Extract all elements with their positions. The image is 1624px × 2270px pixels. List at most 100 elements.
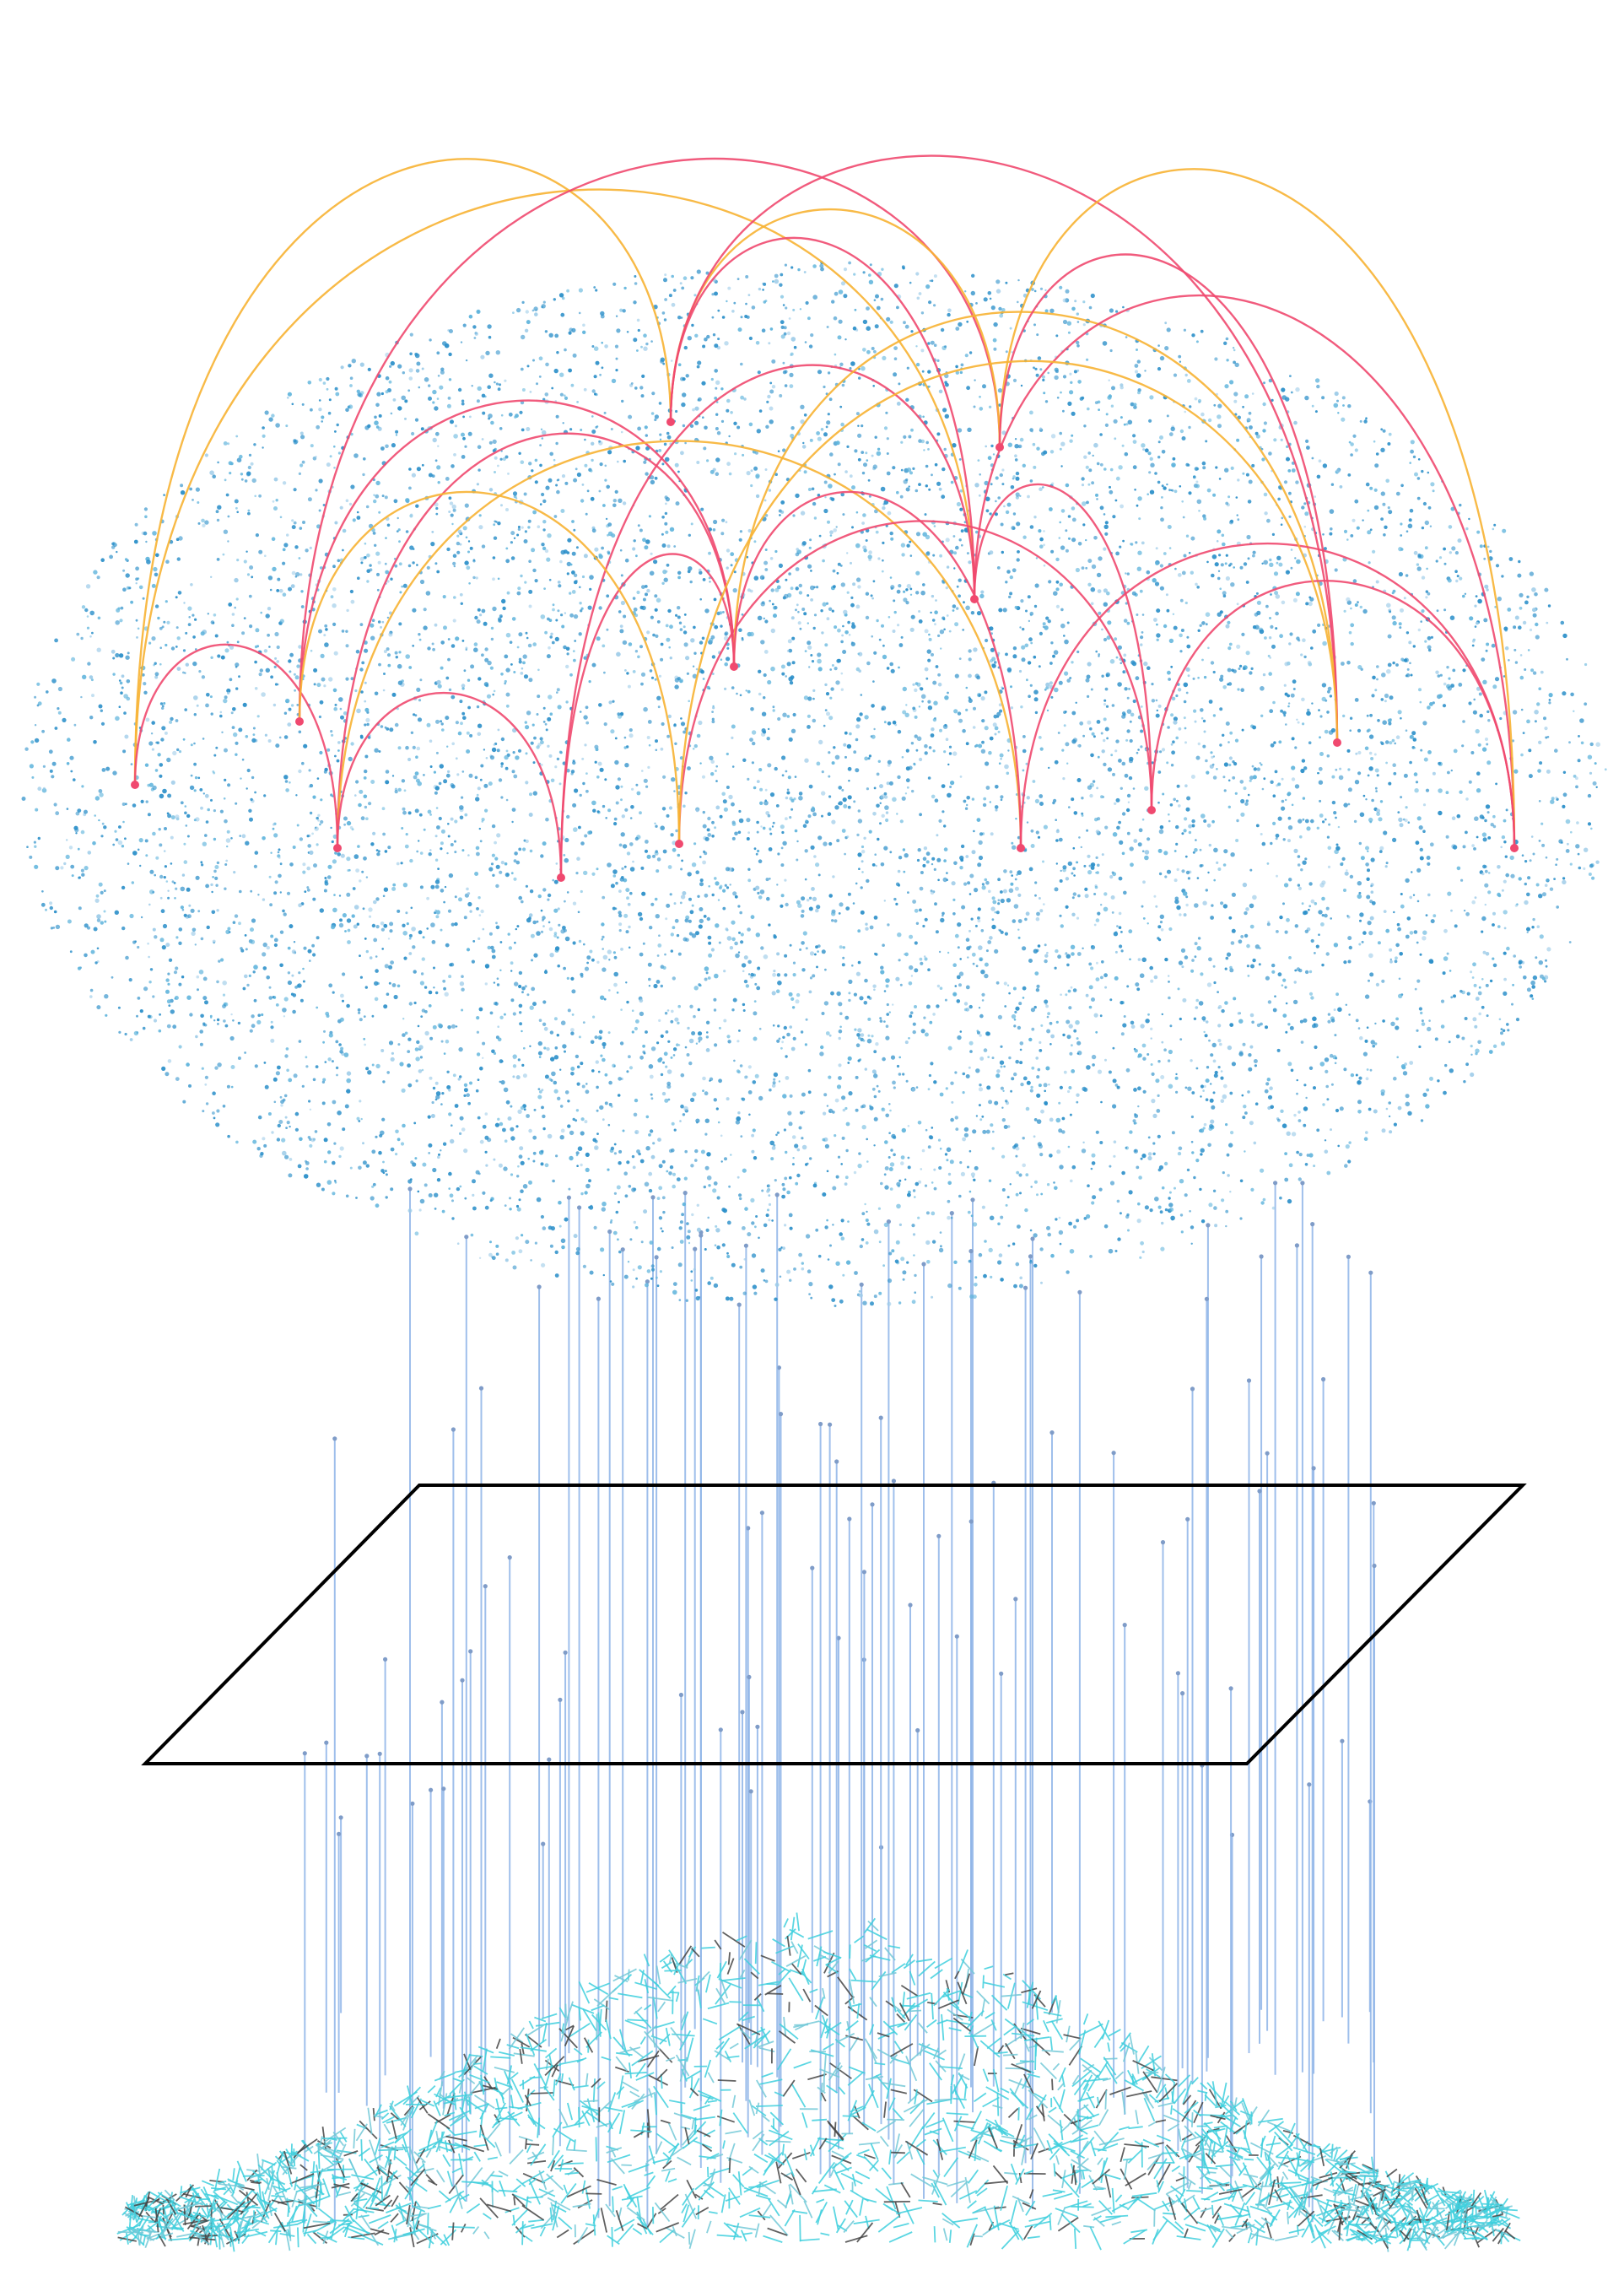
cloud-point xyxy=(1355,752,1358,755)
cloud-point xyxy=(334,386,338,391)
cloud-point xyxy=(526,320,531,325)
cloud-point xyxy=(217,461,219,464)
cloud-point xyxy=(377,560,381,565)
cloud-point xyxy=(448,1089,451,1092)
cloud-point xyxy=(833,746,836,749)
cloud-point xyxy=(749,738,753,742)
cloud-point xyxy=(577,1146,583,1151)
mound-stick xyxy=(996,2092,1000,2116)
cloud-point xyxy=(1045,616,1049,620)
mound-stick xyxy=(545,2058,549,2071)
cloud-point xyxy=(654,594,658,598)
cloud-point xyxy=(365,1067,370,1071)
cloud-point xyxy=(909,965,914,970)
connector-node xyxy=(1368,1270,1373,1275)
cloud-point xyxy=(1239,1179,1244,1183)
cloud-point xyxy=(338,922,344,928)
cloud-point xyxy=(1164,1208,1168,1212)
cloud-point xyxy=(1030,1186,1033,1188)
cloud-point xyxy=(298,1040,302,1043)
cloud-point xyxy=(442,979,446,983)
mound-stick xyxy=(974,2235,983,2238)
cloud-point xyxy=(634,1098,639,1103)
mound-stick xyxy=(558,2108,569,2127)
mound-stick xyxy=(661,2167,676,2172)
cloud-point xyxy=(288,659,292,663)
mound-stick xyxy=(1162,2215,1184,2235)
cloud-point xyxy=(1418,825,1423,830)
cloud-point xyxy=(423,608,427,612)
cloud-point xyxy=(185,662,189,667)
cloud-point xyxy=(1040,1192,1044,1196)
mound-stick xyxy=(438,2145,453,2153)
mound-stick xyxy=(882,2202,893,2212)
cloud-point xyxy=(906,583,912,589)
connector-node xyxy=(891,1478,896,1484)
cloud-point xyxy=(1147,1013,1150,1016)
cloud-point xyxy=(615,315,618,317)
cloud-point xyxy=(408,952,413,955)
mound-stick xyxy=(1001,1993,1022,1997)
cloud-point xyxy=(504,455,509,459)
cloud-point xyxy=(159,702,164,705)
cloud-point xyxy=(816,905,821,910)
mound-stick xyxy=(660,2119,671,2124)
cloud-point xyxy=(1071,517,1076,522)
mound-stick xyxy=(910,2173,933,2187)
cloud-point xyxy=(1388,781,1392,786)
cloud-point xyxy=(1375,982,1379,986)
cloud-point xyxy=(639,386,644,390)
cloud-point xyxy=(925,1240,931,1246)
cloud-point xyxy=(919,908,922,912)
mound-stick xyxy=(572,2084,589,2089)
cloud-point xyxy=(656,695,661,700)
cloud-point xyxy=(1022,535,1027,539)
cloud-point xyxy=(755,341,760,345)
cloud-point xyxy=(650,615,655,619)
cloud-point xyxy=(650,1046,656,1051)
cloud-point xyxy=(1278,740,1282,744)
cloud-point xyxy=(495,884,499,889)
cloud-point xyxy=(214,865,219,869)
cloud-point xyxy=(225,493,229,497)
cloud-point xyxy=(847,795,852,800)
cloud-point xyxy=(836,839,840,843)
cloud-point xyxy=(57,686,62,692)
connector-node xyxy=(1346,1254,1351,1259)
mound-stick xyxy=(624,2072,647,2075)
cloud-point xyxy=(1222,733,1225,737)
cloud-point xyxy=(298,472,301,476)
mound-stick xyxy=(251,2181,261,2185)
cloud-point xyxy=(1396,922,1400,927)
mound-stick xyxy=(1151,2076,1178,2082)
cloud-point xyxy=(947,763,950,766)
mound-stick xyxy=(574,2106,592,2126)
cloud-point xyxy=(218,959,221,963)
cloud-point xyxy=(1159,921,1163,924)
cloud-point xyxy=(1249,868,1253,872)
mound-stick xyxy=(690,2077,693,2090)
cloud-point xyxy=(720,532,725,536)
connector-node xyxy=(547,1757,552,1762)
connector-node xyxy=(429,1787,434,1792)
cloud-point xyxy=(1225,624,1230,629)
cloud-point xyxy=(936,984,941,988)
mound-stick xyxy=(802,1988,812,2002)
cloud-point xyxy=(847,1062,850,1064)
cloud-point xyxy=(808,896,812,900)
cloud-point xyxy=(965,708,968,712)
cloud-point xyxy=(1177,573,1182,577)
mound-stick xyxy=(506,2044,520,2050)
cloud-point xyxy=(96,914,101,919)
mound-stick xyxy=(427,2084,436,2094)
cloud-point xyxy=(1001,550,1005,554)
mound-stick xyxy=(1288,2228,1305,2234)
cloud-point xyxy=(1460,878,1464,882)
cloud-point xyxy=(742,970,745,973)
mound-stick xyxy=(893,2144,904,2159)
cloud-point xyxy=(515,1075,521,1080)
cloud-point xyxy=(490,862,494,866)
cloud-point xyxy=(808,546,812,549)
cloud-point xyxy=(1422,721,1427,726)
cloud-point xyxy=(747,831,750,835)
